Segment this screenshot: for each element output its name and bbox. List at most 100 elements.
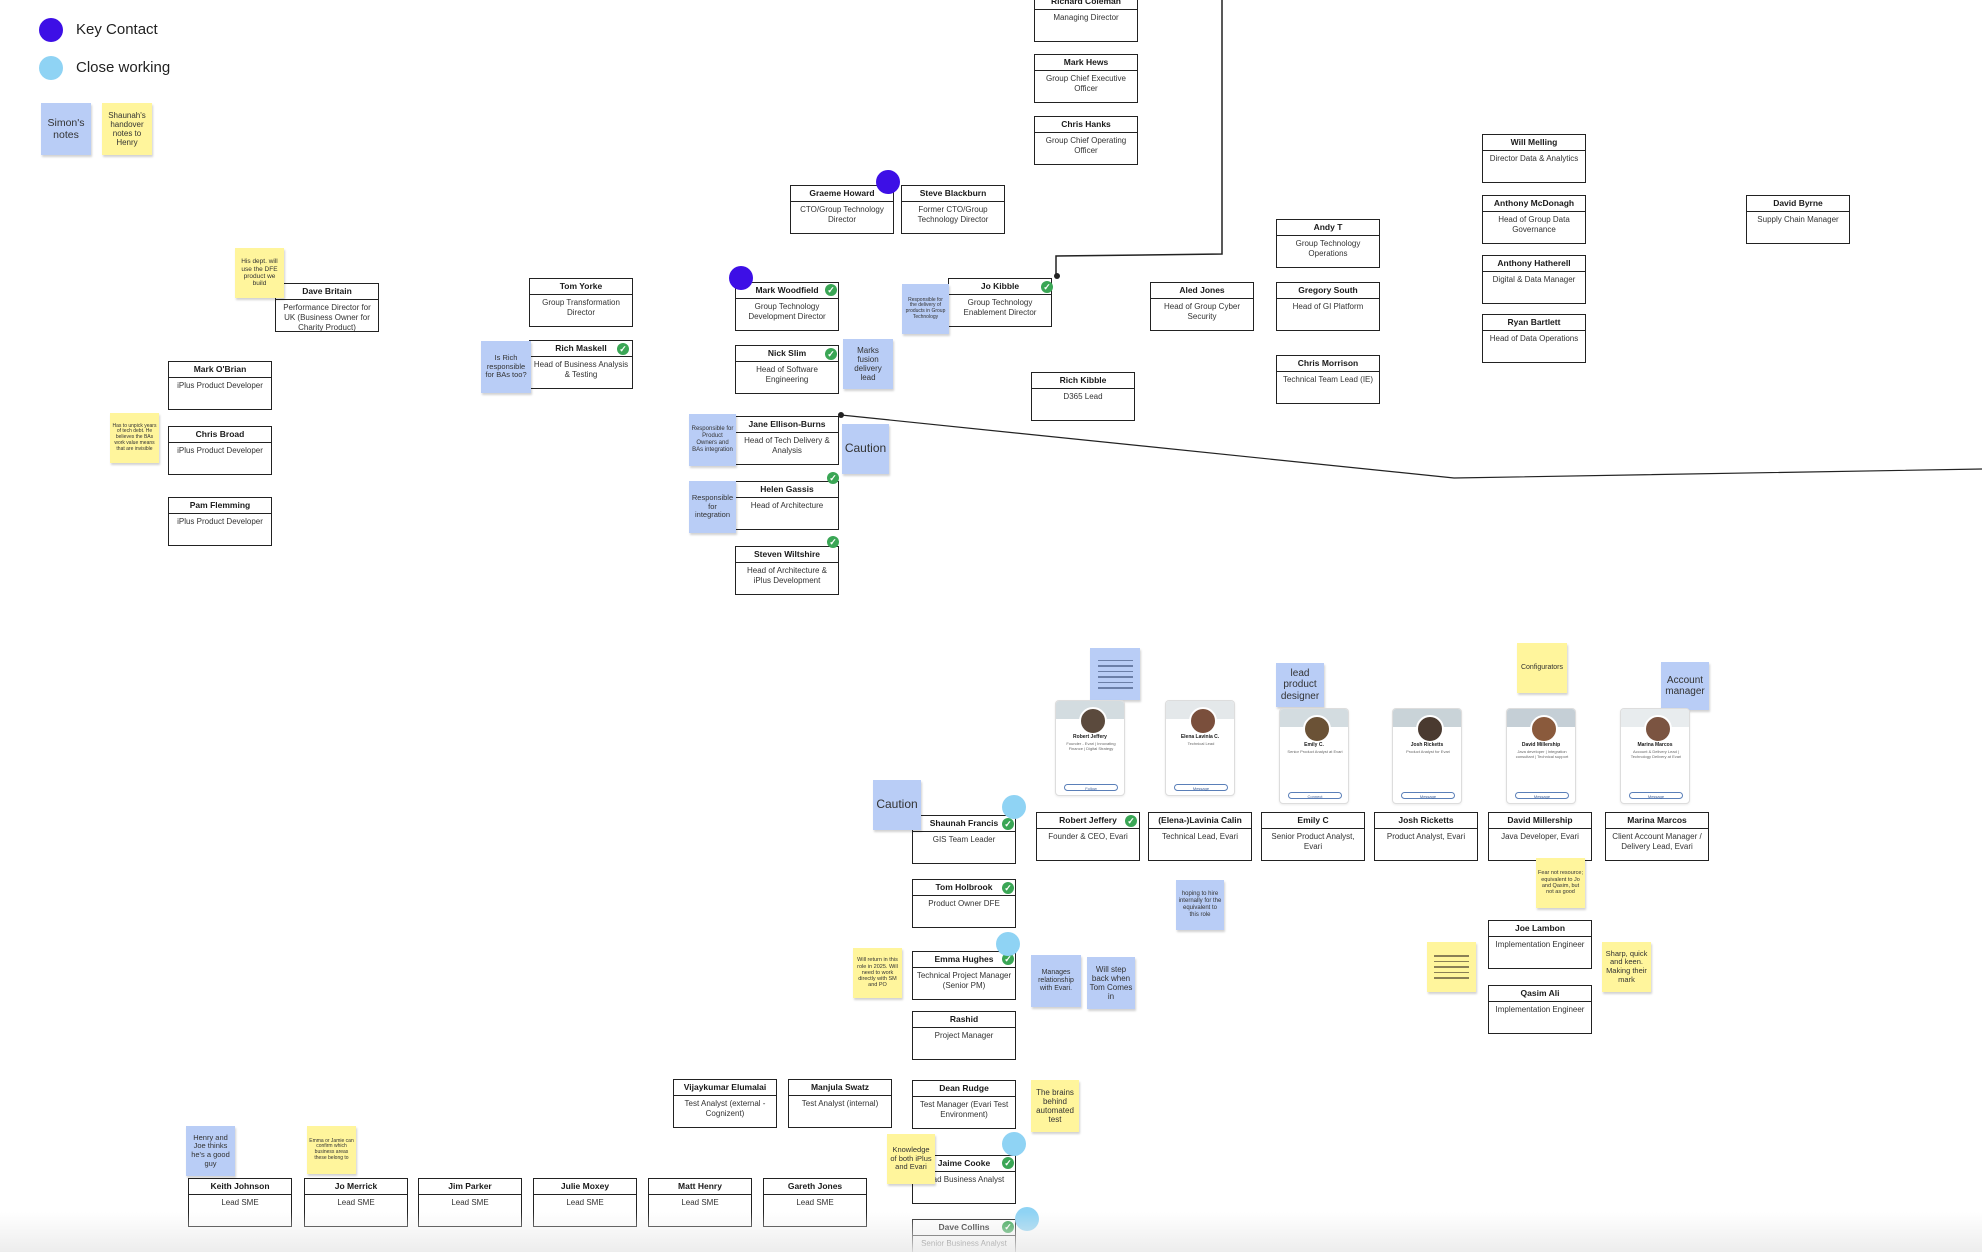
sticky-note[interactable]: Caution [842, 424, 889, 474]
sticky-note[interactable]: Manages relationship with Evari. [1031, 955, 1081, 1007]
sticky-note[interactable]: His dept. will use the DFE product we bu… [235, 248, 284, 298]
sticky-note[interactable]: Caution [873, 780, 921, 830]
person-name: Jaime Cooke [913, 1156, 1015, 1172]
sticky-note[interactable]: Account manager [1661, 662, 1709, 710]
sticky-note[interactable]: Fear not resource; equivalent to Jo and … [1536, 858, 1585, 908]
person-role: Head of Business Analysis & Testing [533, 360, 629, 379]
person-name: Gregory South [1277, 283, 1379, 299]
person-name: Ryan Bartlett [1483, 315, 1585, 331]
profile-action-button[interactable]: Message [1515, 792, 1569, 799]
person-name: Graeme Howard [791, 186, 893, 202]
person-name: Matt Henry [649, 1179, 751, 1195]
sticky-note[interactable]: Will return in this role in 2025. Will n… [853, 948, 902, 998]
sticky-note[interactable]: Marks fusion delivery lead [843, 339, 893, 389]
sticky-note[interactable]: Responsible for Product Owners and BAs i… [689, 414, 736, 466]
sticky-note[interactable]: Shaunah's handover notes to Henry [102, 103, 152, 155]
sticky-note[interactable]: Is Rich responsible for BAs too? [481, 341, 531, 393]
sticky-note[interactable]: Responsible for the delivery of products… [902, 284, 949, 334]
sticky-note[interactable]: hoping to hire internally for the equiva… [1176, 880, 1224, 930]
sticky-note[interactable]: lead product designer [1276, 663, 1324, 707]
sticky-note[interactable]: Knowledge of both iPlus and Evari [887, 1134, 935, 1184]
profile-action-button[interactable]: Follow [1064, 784, 1118, 791]
sticky-note[interactable]: Simon's notes [41, 103, 91, 155]
sticky-note[interactable]: Will step back when Tom Comes in [1087, 957, 1135, 1009]
avatar [1303, 715, 1331, 743]
person-name: Nick Slim [736, 346, 838, 362]
sticky-note[interactable]: Sharp, quick and keen. Making their mark [1602, 942, 1651, 992]
sticky-note[interactable] [1090, 648, 1140, 700]
profile-action-button[interactable]: Message [1401, 792, 1455, 799]
person-name: Qasim Ali [1489, 986, 1591, 1002]
sticky-note[interactable]: Emma or Jamie can confirm which business… [307, 1126, 356, 1174]
person-name: Keith Johnson [189, 1179, 291, 1195]
profile-action-button[interactable]: Connect [1288, 792, 1342, 799]
profile-action-button[interactable]: Message [1629, 792, 1683, 799]
profile-action-button[interactable]: Message [1174, 784, 1228, 791]
sticky-note[interactable]: Responsible for integration [689, 481, 736, 533]
sticky-note[interactable]: The brains behind automated test [1031, 1080, 1079, 1132]
sticky-note[interactable]: Has to unpick years of tech debt. He bel… [110, 413, 159, 463]
sticky-note[interactable]: Henry and Joe thinks he's a good guy [186, 1126, 235, 1176]
person-name: Dave Collins [913, 1220, 1015, 1236]
sticky-note[interactable]: Configurators [1517, 643, 1567, 693]
check-icon: ✓ [825, 284, 837, 296]
close-working-legend-label: Close working [76, 59, 171, 76]
person-name: Rich Maskell [530, 341, 632, 357]
